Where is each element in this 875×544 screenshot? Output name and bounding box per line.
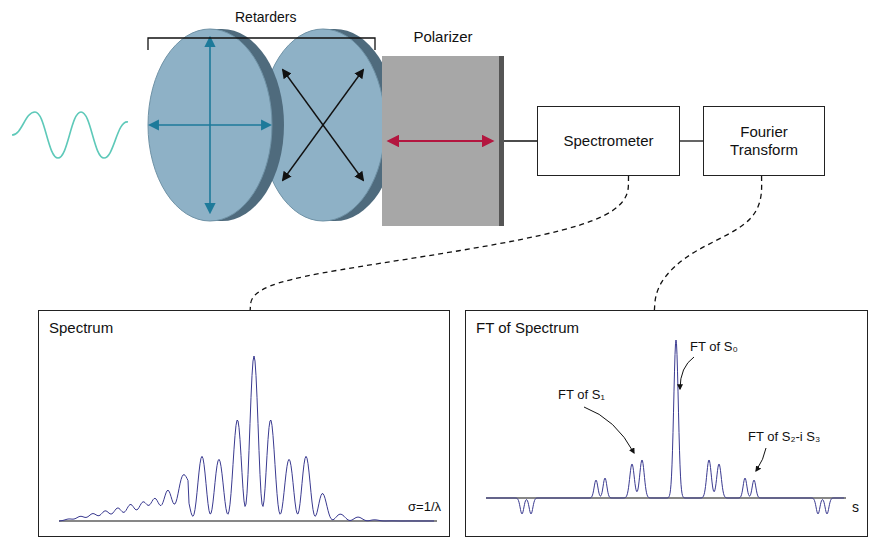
plot-panel: Spectrum σ=1/λ — [38, 310, 450, 537]
component-label: Polarizer — [382, 28, 504, 46]
panel-title: Spectrum — [49, 319, 113, 337]
polarizer: Polarizer — [382, 26, 504, 226]
process-box: Spectrometer — [537, 106, 680, 176]
bracket — [148, 38, 375, 50]
plot-curve — [39, 311, 451, 538]
connector-line — [504, 140, 537, 141]
group-label: Retarders — [235, 9, 296, 25]
axis-label: σ=1/λ — [408, 499, 441, 515]
panel-title: FT of Spectrum — [476, 319, 579, 337]
plot-panel: FT of Spectrum FT of S₀ FT of S₁ FT of S₂-i… — [465, 310, 868, 537]
axis-label: s — [852, 499, 859, 516]
dashed-leader — [654, 176, 761, 310]
peak-label: FT of S₁ — [558, 387, 605, 403]
peak-label: FT of S₂-i S₃ — [748, 429, 820, 445]
light-wave — [12, 112, 128, 158]
retarder-plate — [148, 29, 284, 221]
box-label: Fourier Transform — [704, 123, 824, 159]
polarizer-slab — [382, 26, 504, 226]
peak-label: FT of S₀ — [690, 339, 738, 355]
connector-line — [680, 140, 703, 141]
box-label: Spectrometer — [555, 132, 661, 150]
process-box: Fourier Transform — [703, 106, 825, 176]
plot-curve — [466, 311, 869, 538]
